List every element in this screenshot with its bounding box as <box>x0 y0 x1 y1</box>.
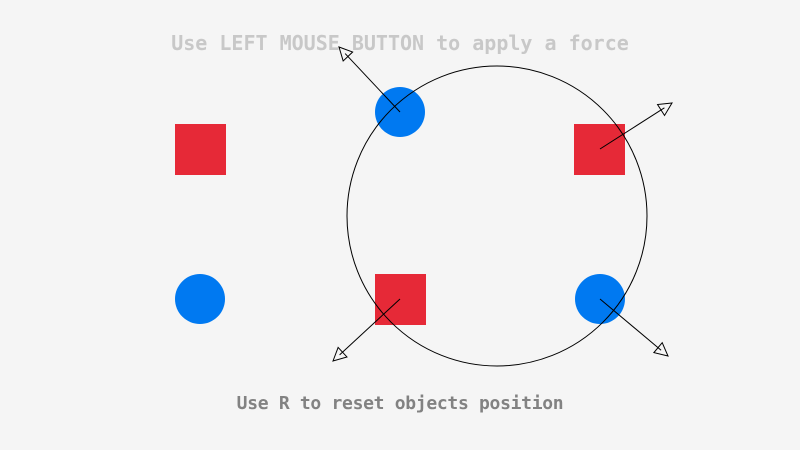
force-arrow-shaft <box>599 107 665 150</box>
boundary-circle <box>346 65 648 367</box>
instruction-apply-force: Use LEFT MOUSE BUTTON to apply a force <box>171 31 629 55</box>
instruction-reset: Use R to reset objects position <box>236 393 564 414</box>
force-arrow-shaft <box>339 298 401 356</box>
force-arrow-head-icon <box>338 46 354 62</box>
force-arrow <box>599 102 673 150</box>
physics-object-square[interactable] <box>574 124 625 175</box>
physics-object-circle[interactable] <box>175 274 225 324</box>
physics-object-square[interactable] <box>375 274 426 325</box>
force-arrow <box>599 298 669 357</box>
physics-object-square[interactable] <box>175 124 226 175</box>
force-arrow-shaft <box>344 53 401 113</box>
force-arrow-head-icon <box>332 346 348 362</box>
force-arrow-head-icon <box>652 341 669 357</box>
force-arrow-head-icon <box>656 102 673 117</box>
force-arrow-shaft <box>599 298 662 351</box>
force-arrow <box>338 46 401 113</box>
force-arrow <box>332 298 401 362</box>
